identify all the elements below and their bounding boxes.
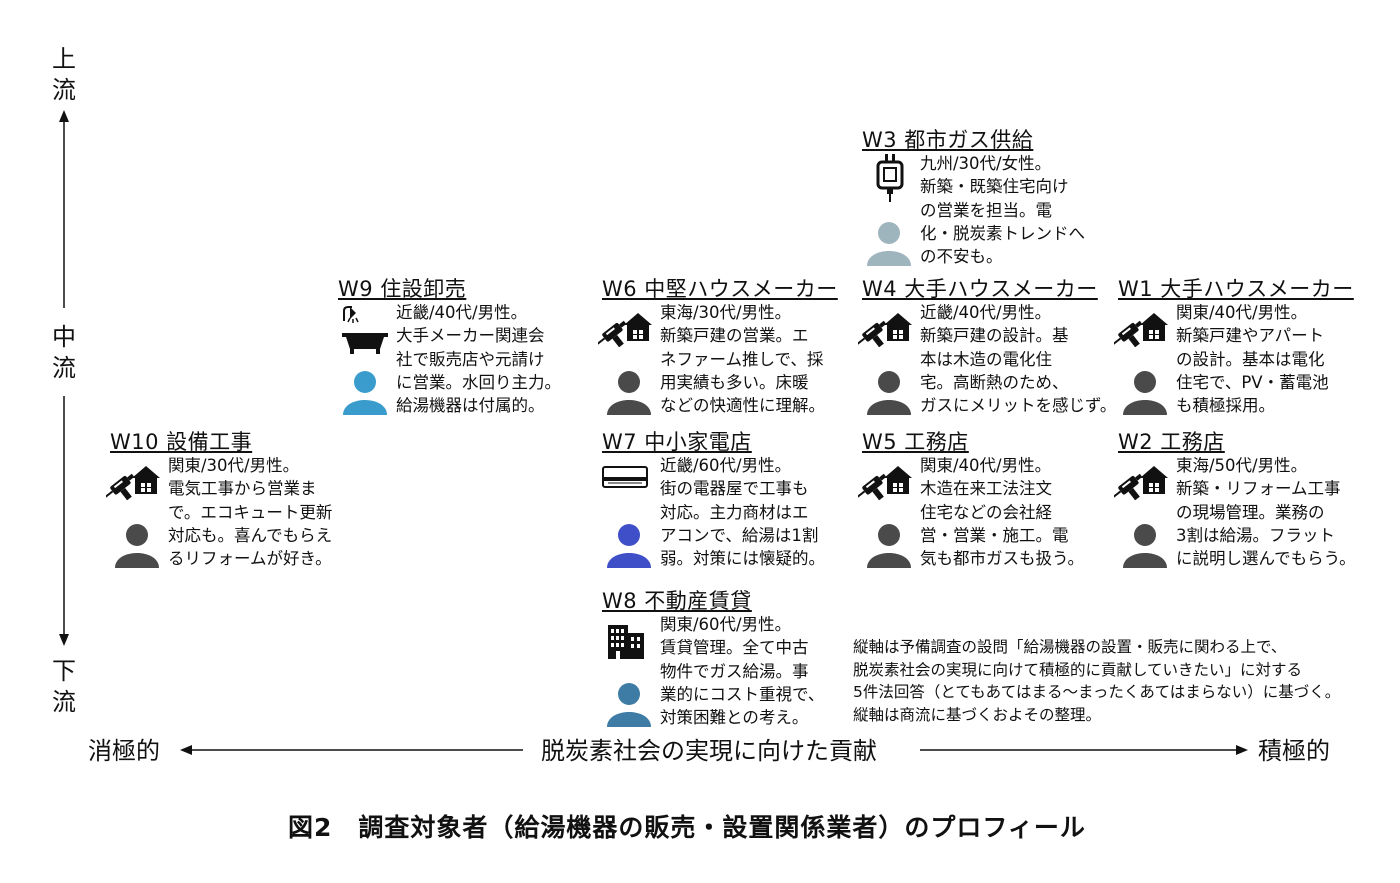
person-icon	[115, 524, 159, 568]
card-description: 九州/30代/女性。新築・既築住宅向けの営業を担当。電化・脱炭素トレンドへの不安…	[920, 154, 1085, 267]
person-silhouette	[1123, 371, 1167, 415]
air-conditioner-icon	[602, 466, 648, 488]
card-title: W10 設備工事	[110, 430, 253, 454]
card-title: W5 工務店	[862, 430, 969, 454]
person-icon	[867, 371, 911, 415]
person-icon	[1123, 524, 1167, 568]
card-description: 関東/40代/男性。新築戸建やアパートの設計。基本は電化住宅で、PV・蓄電池も積…	[1176, 303, 1329, 416]
axis-label-midstream: 中流	[52, 323, 76, 382]
drill-house-icon	[1114, 312, 1169, 347]
axis-note: 縦軸は予備調査の設問「給湯機器の設置・販売に関わる上で、 脱炭素社会の実現に向け…	[853, 638, 1341, 724]
person-icon	[607, 683, 651, 727]
apartment-building-icon	[608, 625, 644, 659]
card-w8: W8 不動産賃貸 関東/60代/男性。賃貸管理。全て中古物件でガス給湯。事業的に…	[602, 585, 824, 727]
figure-caption: 図2 調査対象者（給湯機器の販売・設置関係業者）のプロフィール	[288, 813, 1086, 842]
card-title: W1 大手ハウスメーカー	[1118, 277, 1354, 301]
card-description: 近畿/40代/男性。大手メーカー関連会社で販売店や元請けに営業。水回り主力。給湯…	[396, 303, 561, 416]
card-w3: W3 都市ガス供給 九州/30代/女性。新築・既築住宅向けの営業を担当。電化・脱…	[862, 124, 1085, 266]
horizontal-axis-arrow	[180, 745, 1248, 755]
axis-label-positive: 積極的	[1258, 737, 1330, 765]
person-silhouette	[867, 371, 911, 415]
card-w9: W9 住設卸売 近畿/40代/男性。大手メーカー関連会社で販売店や元請けに営業。…	[338, 273, 561, 415]
card-description: 近畿/40代/男性。新築戸建の設計。基本は木造の電化住宅。高断熱のため、ガスにメ…	[920, 303, 1117, 416]
axis-label-contribution: 脱炭素社会の実現に向けた貢献	[541, 737, 877, 765]
person-silhouette	[343, 371, 387, 415]
card-title: W2 工務店	[1118, 430, 1225, 454]
card-title: W9 住設卸売	[338, 277, 467, 301]
person-icon	[607, 371, 651, 415]
card-title: W6 中堅ハウスメーカー	[602, 277, 838, 301]
person-icon	[867, 222, 911, 266]
card-title: W7 中小家電店	[602, 430, 752, 454]
person-icon	[607, 524, 651, 568]
person-icon	[867, 524, 911, 568]
card-description: 近畿/60代/男性。街の電器屋で工事も対応。主力商材はエアコンで、給湯は1割弱。…	[660, 456, 825, 569]
card-title: W4 大手ハウスメーカー	[862, 277, 1098, 301]
person-silhouette	[607, 371, 651, 415]
drill-house-icon	[858, 465, 913, 500]
card-title: W3 都市ガス供給	[862, 128, 1034, 152]
axis-label-negative: 消極的	[88, 737, 160, 765]
card-w6: W6 中堅ハウスメーカー 東海/30代/男性。新築戸建の営業。エネファーム推しで…	[598, 273, 838, 415]
card-title: W8 不動産賃貸	[602, 589, 752, 613]
person-silhouette	[1123, 524, 1167, 568]
card-w1: W1 大手ハウスメーカー 関東/40代/男性。新築戸建やアパートの設計。基本は電…	[1114, 273, 1354, 415]
person-icon	[1123, 371, 1167, 415]
card-w7: W7 中小家電店 近畿/60代/男性。街の電器屋で工事も対応。主力商材はエアコン…	[602, 426, 825, 568]
vertical-axis-arrow	[59, 110, 69, 646]
gas-plug-icon	[876, 154, 904, 202]
card-w4: W4 大手ハウスメーカー 近畿/40代/男性。新築戸建の設計。基本は木造の電化住…	[858, 273, 1116, 415]
person-icon	[343, 371, 387, 415]
drill-house-icon	[858, 312, 913, 347]
card-w5: W5 工務店 関東/40代/男性。木造在来工法注文住宅などの会社経営・営業・施工…	[858, 426, 1084, 568]
card-description: 関東/40代/男性。木造在来工法注文住宅などの会社経営・営業・施工。電気も都市ガ…	[920, 456, 1085, 569]
person-silhouette	[867, 524, 911, 568]
card-w10: W10 設備工事 関東/30代/男性。電気工事から営業まで。エコキュート更新対応…	[106, 426, 332, 568]
person-silhouette	[115, 524, 159, 568]
person-silhouette	[607, 683, 651, 727]
drill-house-icon	[598, 312, 653, 347]
card-description: 東海/30代/男性。新築戸建の営業。エネファーム推しで、採用実績も多い。床暖など…	[660, 303, 825, 416]
axis-label-downstream: 下流	[52, 657, 76, 716]
person-silhouette	[607, 524, 651, 568]
drill-house-icon	[106, 465, 161, 500]
card-description: 関東/60代/男性。賃貸管理。全て中古物件でガス給湯。事業的にコスト重視で、対策…	[660, 615, 825, 728]
person-silhouette	[867, 222, 911, 266]
bathtub-shower-icon	[342, 306, 388, 354]
card-description: 関東/30代/男性。電気工事から営業まで。エコキュート更新対応も。喜んでもらえる…	[168, 456, 333, 569]
drill-house-icon	[1114, 465, 1169, 500]
axis-label-upstream: 上流	[52, 45, 76, 104]
